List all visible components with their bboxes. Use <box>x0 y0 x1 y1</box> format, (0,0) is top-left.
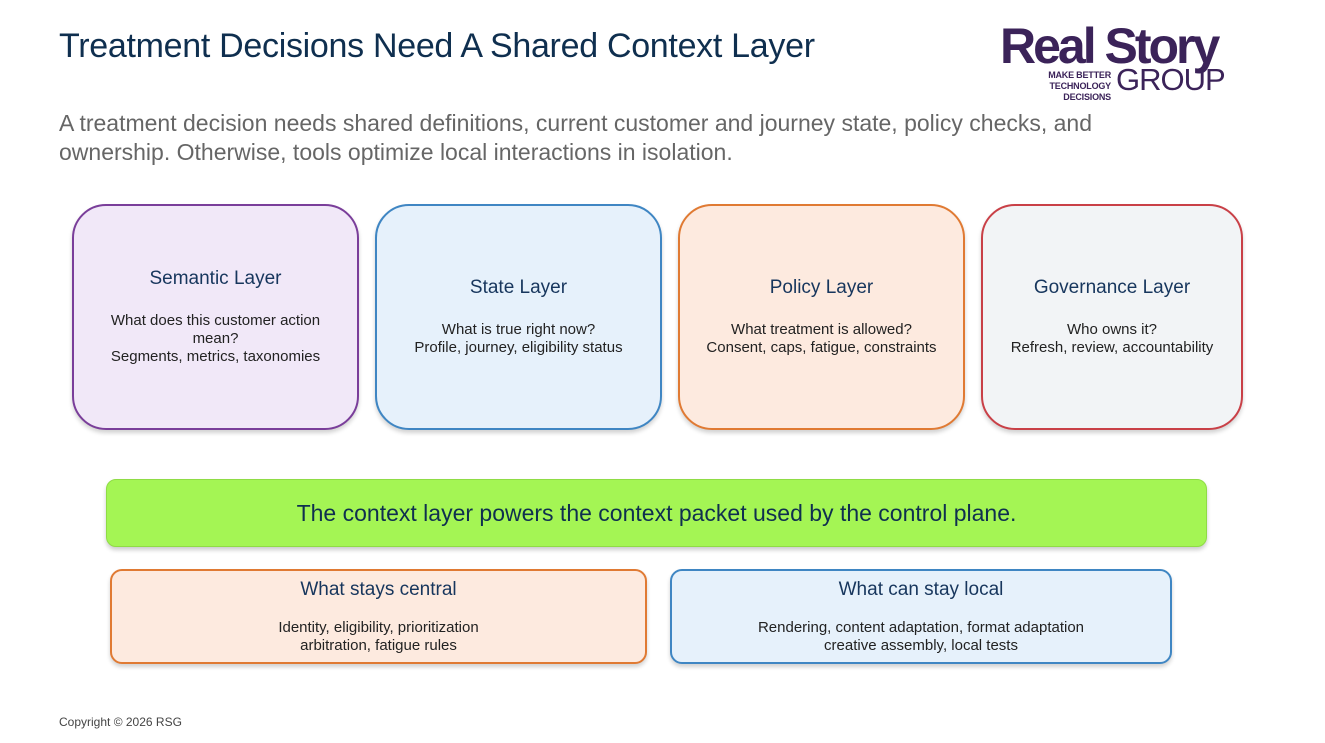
box-line: Rendering, content adaptation, format ad… <box>757 619 1085 636</box>
governance-layer-card: Governance Layer Who owns it? Refresh, r… <box>981 204 1243 430</box>
state-layer-card: State Layer What is true right now? Prof… <box>375 204 662 430</box>
logo-tagline-line1: MAKE BETTER <box>1048 70 1111 80</box>
box-body: Rendering, content adaptation, format ad… <box>672 619 1170 655</box>
card-line: Profile, journey, eligibility status <box>414 339 623 356</box>
slide-title: Treatment Decisions Need A Shared Contex… <box>59 27 815 65</box>
logo-tagline-line2: TECHNOLOGY DECISIONS <box>1049 81 1111 102</box>
box-body: Identity, eligibility, prioritization ar… <box>112 619 645 655</box>
box-title: What stays central <box>300 579 457 600</box>
stays-local-box: What can stay local Rendering, content a… <box>670 569 1172 664</box>
card-line: Consent, caps, fatigue, constraints <box>706 339 937 356</box>
policy-layer-card: Policy Layer What treatment is allowed? … <box>678 204 965 430</box>
card-title: Governance Layer <box>1033 277 1191 298</box>
card-line: Segments, metrics, taxonomies <box>110 348 321 365</box>
card-body: Who owns it? Refresh, review, accountabi… <box>1011 321 1214 357</box>
card-body: What treatment is allowed? Consent, caps… <box>706 321 936 357</box>
logo-tagline: MAKE BETTER TECHNOLOGY DECISIONS <box>1001 70 1111 103</box>
logo-wordmark: Real Story <box>1000 18 1220 74</box>
card-line: What is true right now? <box>441 321 596 338</box>
context-layer-banner: The context layer powers the context pac… <box>106 479 1207 547</box>
logo-group: GROUP <box>1116 62 1226 97</box>
semantic-layer-card: Semantic Layer What does this customer a… <box>72 204 359 430</box>
stays-central-box: What stays central Identity, eligibility… <box>110 569 647 664</box>
card-title: Semantic Layer <box>149 268 282 289</box>
box-line: arbitration, fatigue rules <box>300 637 457 654</box>
card-line: Refresh, review, accountability <box>1010 339 1214 356</box>
box-line: Identity, eligibility, prioritization <box>278 619 479 636</box>
slide-subtitle: A treatment decision needs shared defini… <box>59 110 1093 165</box>
box-title: What can stay local <box>838 579 1004 600</box>
card-line: What does this customer action mean? <box>110 312 321 347</box>
copyright-footer: Copyright © 2026 RSG <box>59 715 182 729</box>
card-line: Who owns it? <box>1066 321 1158 338</box>
card-title: Policy Layer <box>769 277 874 298</box>
card-line: What treatment is allowed? <box>731 321 912 338</box>
card-body: What does this customer action mean? Seg… <box>96 312 335 366</box>
card-body: What is true right now? Profile, journey… <box>414 321 622 357</box>
company-logo: Real Story MAKE BETTER TECHNOLOGY DECISI… <box>1000 20 1260 102</box>
box-line: creative assembly, local tests <box>824 637 1018 654</box>
card-title: State Layer <box>469 277 568 298</box>
